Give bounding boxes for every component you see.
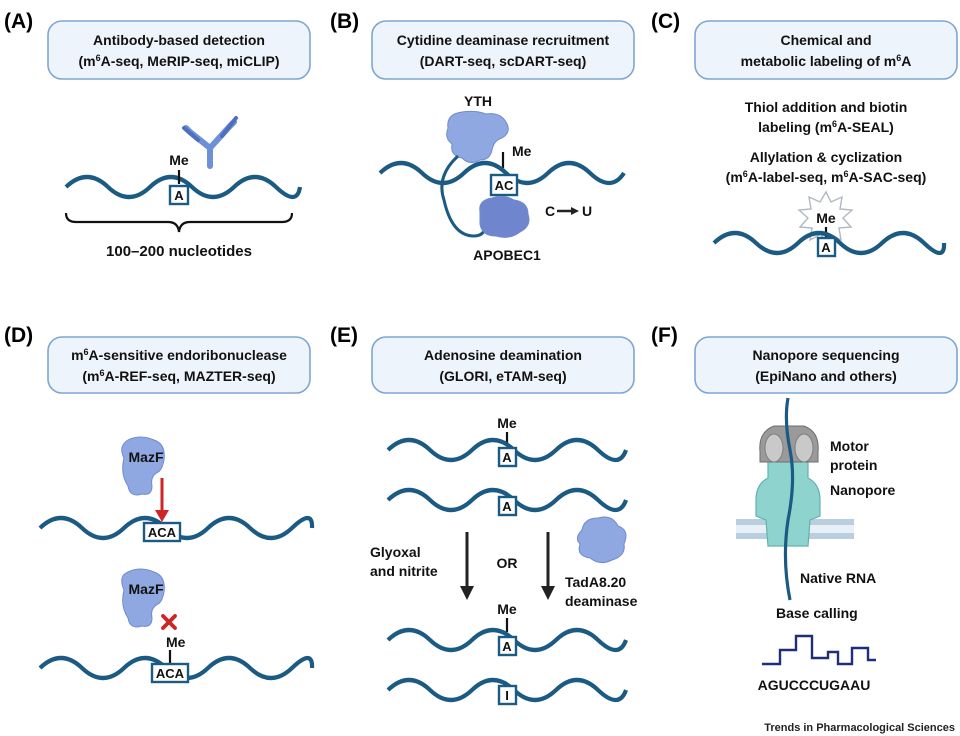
- panel-d-me-label: Me: [166, 634, 186, 650]
- panel-d: (D) m6A-sensitive endoribonuclease (m6A-…: [4, 324, 315, 684]
- panel-b-conversion-to: U: [582, 203, 592, 219]
- mazf-bottom-protein-icon: [121, 568, 165, 628]
- panel-e-base-box-1: [497, 446, 518, 468]
- panel-b-title-box: [371, 20, 635, 80]
- panel-d-mazf-bottom-label: MazF: [129, 581, 164, 597]
- panel-a: (A) Antibody-based detection (m6A-seq, M…: [4, 10, 311, 260]
- panel-f-motor-label-line2: protein: [830, 457, 877, 473]
- panel-e-base-label-2: A: [502, 499, 512, 514]
- yth-protein-icon: [446, 110, 509, 164]
- panel-e-me-top-label: Me: [497, 415, 517, 431]
- panel-d-base-box-top: [142, 521, 182, 543]
- panel-c-rna-strand: [712, 230, 947, 256]
- panel-b-letter: (B): [330, 10, 359, 33]
- panel-f-native-rna-label: Native RNA: [800, 570, 876, 586]
- panel-c-method1-line1: Thiol addition and biotin: [745, 99, 908, 115]
- panel-e-left-arrow-head: [460, 586, 474, 600]
- panel-e-left-label-line2: and nitrite: [370, 563, 438, 579]
- panel-d-base-label-bottom: ACA: [156, 666, 185, 681]
- panel-d-mazf-top-label: MazF: [129, 449, 164, 465]
- panel-e-title-line2: (GLORI, eTAM-seq): [439, 368, 566, 384]
- panel-e-right-arrow-head: [541, 586, 555, 600]
- panel-c-title-box: [694, 20, 958, 80]
- panel-c-method2-line1: Allylation & cyclization: [750, 149, 902, 165]
- panel-e-or-label: OR: [497, 555, 518, 571]
- panel-a-title-line1: Antibody-based detection: [93, 32, 265, 48]
- cut-arrow-head: [155, 510, 169, 522]
- panel-b-rna-strand: [378, 160, 626, 186]
- panel-a-letter: (A): [4, 10, 33, 33]
- panel-e-base-box-4: [497, 684, 518, 706]
- panel-b-title-line1: Cytidine deaminase recruitment: [397, 32, 610, 48]
- panel-a-title-line2: (m6A-seq, MeRIP-seq, miCLIP): [78, 53, 279, 69]
- panel-b: (B) Cytidine deaminase recruitment (DART…: [330, 10, 635, 263]
- panel-d-base-label-top: ACA: [148, 525, 177, 540]
- panel-a-span-label: 100–200 nucleotides: [106, 243, 252, 260]
- panel-e-me-bottom-label: Me: [497, 601, 517, 617]
- panel-d-rna-strand-top: [38, 515, 315, 541]
- panel-c-me-label: Me: [816, 210, 836, 226]
- panel-f: (F) Nanopore sequencing (EpiNano and oth…: [651, 324, 958, 693]
- panel-e-base-label-4: I: [505, 688, 509, 703]
- block-x-icon: [161, 614, 177, 630]
- panel-b-base-box: [489, 173, 519, 197]
- current-trace: [762, 634, 876, 666]
- panel-b-title-line2: (DART-seq, scDART-seq): [420, 53, 586, 69]
- panel-b-linker: [440, 154, 488, 238]
- panel-e-base-label-3: A: [502, 639, 512, 654]
- panel-c-method1-line2: labeling (m6A-SEAL): [758, 119, 894, 135]
- native-rna-strand: [783, 397, 795, 601]
- panel-b-apobec1-label: APOBEC1: [473, 247, 541, 263]
- mazf-top-protein-icon: [121, 436, 165, 496]
- panel-b-base-label: AC: [495, 178, 514, 193]
- panel-c-base-label: A: [821, 240, 831, 255]
- panel-f-title-line1: Nanopore sequencing: [752, 347, 899, 363]
- panel-a-base-label: A: [174, 188, 184, 203]
- panel-e-right-label-line2: deaminase: [565, 593, 638, 609]
- panel-d-title-line2: (m6A-REF-seq, MAZTER-seq): [82, 368, 275, 384]
- panel-a-me-label: Me: [169, 152, 189, 168]
- panel-c-title-line2: metabolic labeling of m6A: [741, 53, 912, 69]
- panel-d-letter: (D): [4, 324, 33, 347]
- panel-c-method2-line2: (m6A-label-seq, m6A-SAC-seq): [726, 169, 927, 185]
- panel-b-me-label: Me: [512, 143, 532, 159]
- panel-a-title-box: [47, 20, 311, 80]
- panel-d-title-line1: m6A-sensitive endoribonuclease: [71, 347, 287, 363]
- panel-e-title-box: [371, 336, 635, 394]
- panel-e-base-box-3: [497, 635, 518, 657]
- panel-e-left-label-line1: Glyoxal: [370, 544, 421, 560]
- panel-b-yth-label: YTH: [464, 93, 492, 109]
- panel-c-title-line1: Chemical and: [780, 32, 871, 48]
- panel-c: (C) Chemical and metabolic labeling of m…: [651, 10, 958, 258]
- panel-e-right-label-line1: TadA8.20: [565, 574, 626, 590]
- panel-a-span-brace: [64, 212, 294, 233]
- panel-e-title-line1: Adenosine deamination: [424, 347, 582, 363]
- nanopore-icon: [755, 457, 821, 547]
- panel-f-nanopore-label: Nanopore: [830, 482, 896, 498]
- panel-f-motor-label-line1: Motor: [830, 438, 869, 454]
- antibody-icon: [182, 116, 238, 169]
- panel-b-conversion-from: C: [545, 203, 555, 219]
- panel-f-letter: (F): [651, 324, 678, 347]
- panel-d-base-box-bottom: [150, 662, 190, 684]
- panel-f-sequence-label: AGUCCCUGAAU: [758, 677, 871, 693]
- apobec1-protein-icon: [479, 195, 530, 238]
- tada-protein-icon: [576, 516, 627, 564]
- panel-f-base-calling-label: Base calling: [776, 605, 858, 621]
- panel-f-title-box: [694, 336, 958, 394]
- panel-e-base-label-1: A: [502, 450, 512, 465]
- journal-credit: Trends in Pharmacological Sciences: [764, 722, 955, 734]
- panel-c-letter: (C): [651, 10, 680, 33]
- panel-d-title-box: [47, 336, 311, 394]
- panel-e-base-box-2: [497, 495, 518, 517]
- panel-c-base-box: [816, 236, 837, 258]
- panel-a-rna-strand: [64, 174, 303, 200]
- panel-e: (E) Adenosine deamination (GLORI, eTAM-s…: [330, 324, 638, 706]
- panel-f-title-line2: (EpiNano and others): [755, 368, 897, 384]
- panel-e-letter: (E): [330, 324, 358, 347]
- panel-a-base-box: [168, 184, 190, 206]
